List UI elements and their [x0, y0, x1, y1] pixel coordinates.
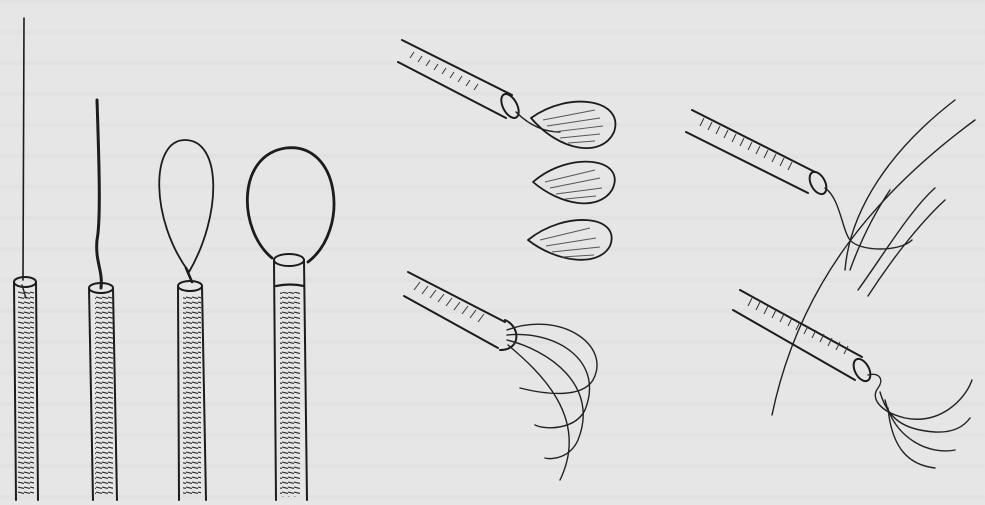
- panel-tube-steps: [14, 18, 334, 500]
- panel-vessel-insertion: [686, 100, 975, 468]
- vessel-lumen-line-3: [868, 200, 945, 296]
- free-drop-lower: [528, 220, 612, 260]
- panel-loop-drops: [398, 40, 615, 480]
- tube-wide-loop: [247, 148, 334, 500]
- free-drop-middle: [533, 162, 615, 204]
- tube-thin-loop: [159, 140, 213, 500]
- vessel-lumen-line-2: [858, 188, 935, 290]
- vessel-wall-inner: [845, 100, 955, 270]
- tube-straight-wire: [14, 18, 38, 500]
- upper-tube-with-drop: [398, 40, 615, 148]
- lower-catheter: [733, 290, 972, 468]
- vessel-lumen-line-1: [850, 190, 890, 270]
- lower-tube-with-loops: [404, 272, 597, 480]
- tube-bent-wire: [89, 100, 117, 500]
